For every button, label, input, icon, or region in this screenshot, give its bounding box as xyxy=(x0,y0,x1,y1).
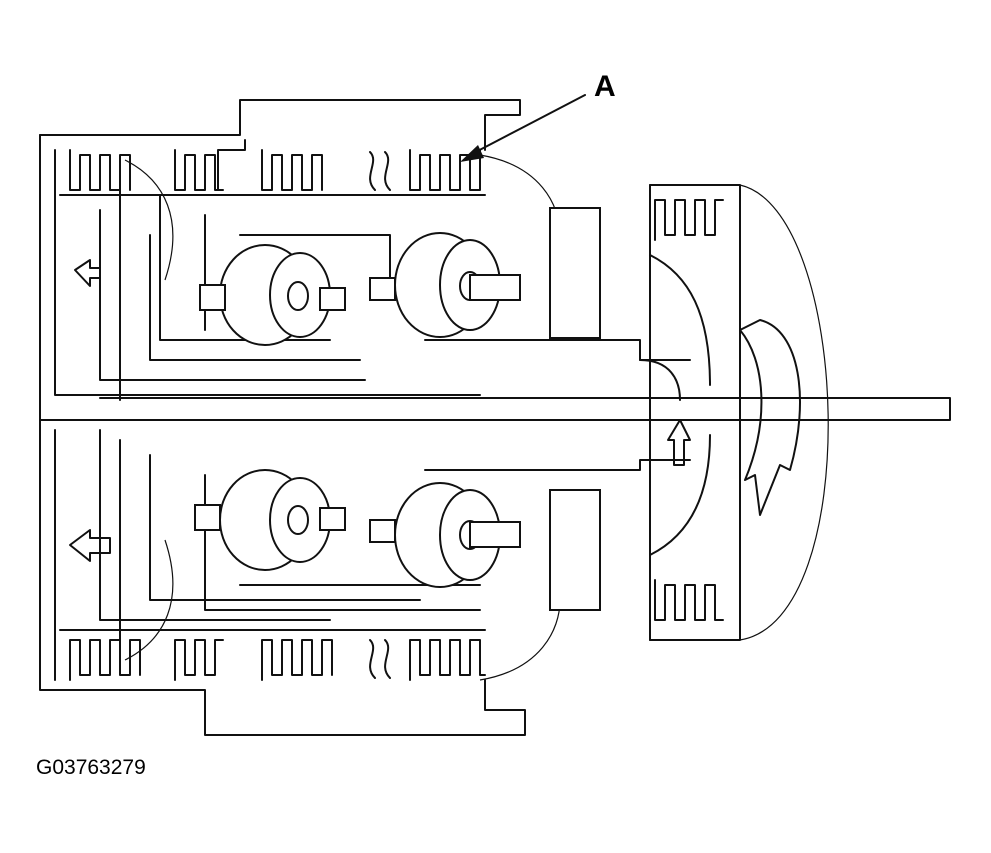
output-shaft xyxy=(99,339,951,471)
upper-clutch-teeth xyxy=(59,149,486,196)
upper-planet-gears xyxy=(199,232,521,346)
callout-label-a: A xyxy=(594,70,616,103)
callout-leader xyxy=(460,94,586,162)
lower-planet-gears xyxy=(194,469,521,588)
flow-arrows xyxy=(69,259,801,562)
inner-drums xyxy=(54,149,561,681)
lower-clutch-teeth xyxy=(59,629,486,681)
outer-housing xyxy=(39,99,526,736)
torque-converter xyxy=(549,184,829,641)
figure-id: G03763279 xyxy=(36,756,146,779)
